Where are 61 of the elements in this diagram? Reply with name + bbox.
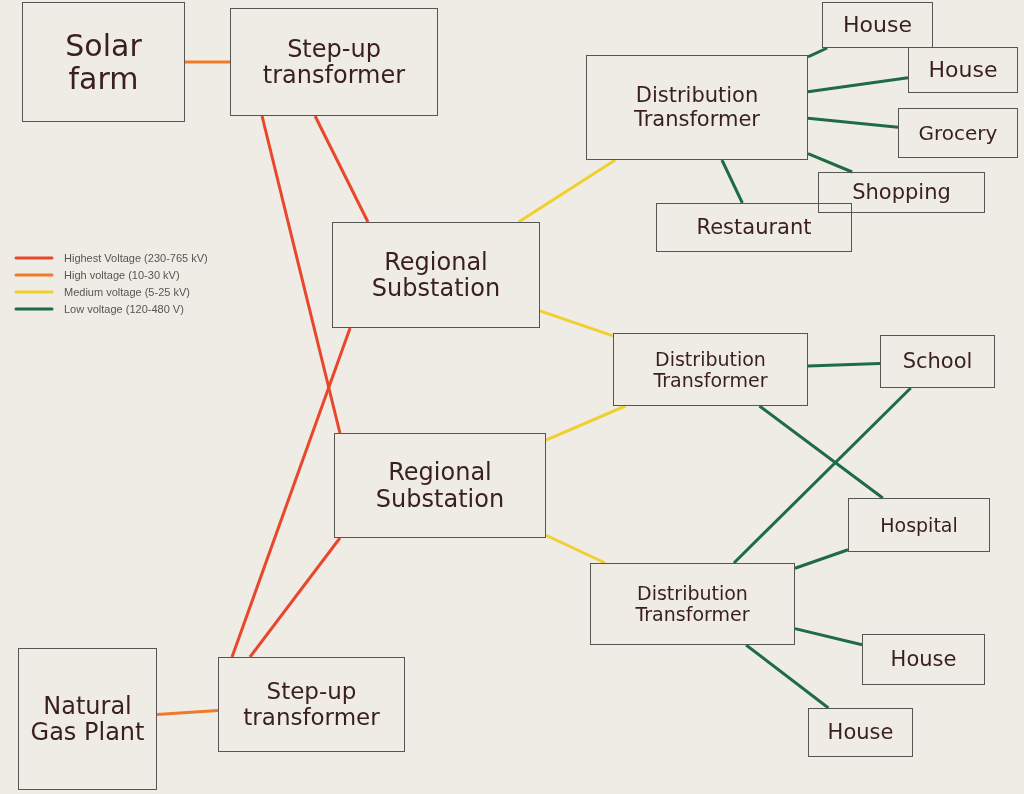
box-label: Regional Substation (370, 248, 502, 302)
connector-line (156, 709, 219, 716)
box-label: House (827, 720, 894, 745)
label-box (18, 648, 157, 790)
box-label: Solar farm (64, 29, 143, 95)
connector-line (745, 643, 830, 710)
box-label: Restaurant (696, 215, 812, 240)
connector-line (807, 116, 899, 129)
label-box (808, 708, 913, 757)
connector-line (185, 60, 230, 64)
connector-line (807, 76, 909, 94)
connector-line (807, 152, 853, 174)
label-box (880, 335, 995, 388)
box-label: Grocery (918, 122, 998, 144)
label-box (218, 657, 405, 752)
label-box (818, 172, 985, 213)
label-box (613, 333, 808, 406)
connector-line (545, 404, 626, 442)
connector-line (517, 158, 616, 224)
label-box (848, 498, 990, 552)
legend-text: Low voltage (120-480 V) (64, 303, 184, 315)
box-label: Regional Substation (374, 459, 506, 512)
connector-line (230, 327, 352, 658)
label-box (332, 222, 540, 328)
box-label: Distribution Transformer (652, 348, 769, 391)
label-box (334, 433, 546, 538)
connector-line (758, 404, 884, 500)
connector-line (794, 627, 863, 647)
connector-line (794, 548, 849, 570)
connector-line (260, 115, 342, 434)
legend-text: High voltage (10-30 kV) (64, 269, 180, 281)
connector-line (807, 46, 828, 59)
label-box (656, 203, 852, 252)
legend-text: Medium voltage (5-25 kV) (64, 286, 190, 298)
label-box (908, 47, 1018, 93)
connector-line (313, 115, 370, 223)
connector-line (720, 159, 744, 204)
box-label: House (928, 57, 998, 83)
label-box (22, 2, 185, 122)
label-box (822, 2, 933, 48)
box-label: Distribution Transformer (633, 84, 761, 131)
box-label: House (890, 647, 957, 672)
connector-line (545, 533, 606, 565)
box-label: Shopping (852, 180, 951, 205)
box-label: School (902, 349, 973, 374)
connector-line (807, 362, 881, 368)
box-label: Natural Gas Plant (29, 692, 146, 746)
box-label: House (843, 12, 912, 38)
connector-line (732, 386, 912, 565)
connector-line (248, 537, 342, 658)
legend-text: Highest Voltage (230-765 kV) (64, 252, 208, 264)
label-box (230, 8, 438, 116)
box-label: Hospital (880, 514, 958, 536)
connector-line (539, 309, 614, 338)
box-label: Distribution Transformer (634, 583, 751, 625)
box-label: Step-up transformer (261, 35, 407, 89)
label-box (862, 634, 985, 685)
label-box (586, 55, 808, 160)
label-box (590, 563, 795, 645)
box-label: Step-up transformer (242, 679, 381, 730)
label-box (898, 108, 1018, 158)
